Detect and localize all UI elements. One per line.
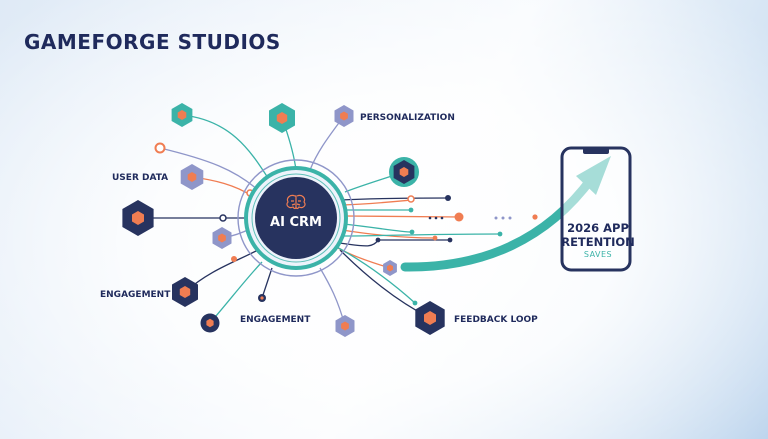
hub-label: AI CRM xyxy=(270,215,322,230)
phone-line-3: SAVES xyxy=(584,250,612,259)
hex-node xyxy=(335,315,355,337)
hex-node xyxy=(171,103,193,127)
ai-crm-hub: AI CRM xyxy=(237,159,355,277)
hex-node xyxy=(180,164,204,190)
hex-node xyxy=(172,277,198,307)
brain-icon xyxy=(286,194,306,210)
label-engagement-left: ENGAGEMENT xyxy=(100,290,171,300)
phone-device: 2026 APP RETENTION SAVES xyxy=(560,146,635,272)
label-personalization: PERSONALIZATION xyxy=(360,113,455,123)
label-feedback-loop: FEEDBACK LOOP xyxy=(454,315,538,325)
hex-node xyxy=(389,157,419,187)
hex-node xyxy=(122,200,154,236)
dotted-trail xyxy=(428,214,538,220)
hex-node xyxy=(334,105,354,127)
hex-node xyxy=(415,301,445,335)
label-engagement-bottom: ENGAGEMENT xyxy=(240,315,311,325)
hex-node xyxy=(269,103,295,133)
phone-line-1: 2026 APP xyxy=(567,221,629,235)
phone-line-2: RETENTION xyxy=(561,235,635,249)
brand-title: GAMEFORGE STUDIOS xyxy=(24,30,281,54)
hex-node xyxy=(212,227,232,249)
hex-node xyxy=(200,313,220,333)
label-user-data: USER DATA xyxy=(112,173,168,183)
hex-node xyxy=(383,260,397,276)
